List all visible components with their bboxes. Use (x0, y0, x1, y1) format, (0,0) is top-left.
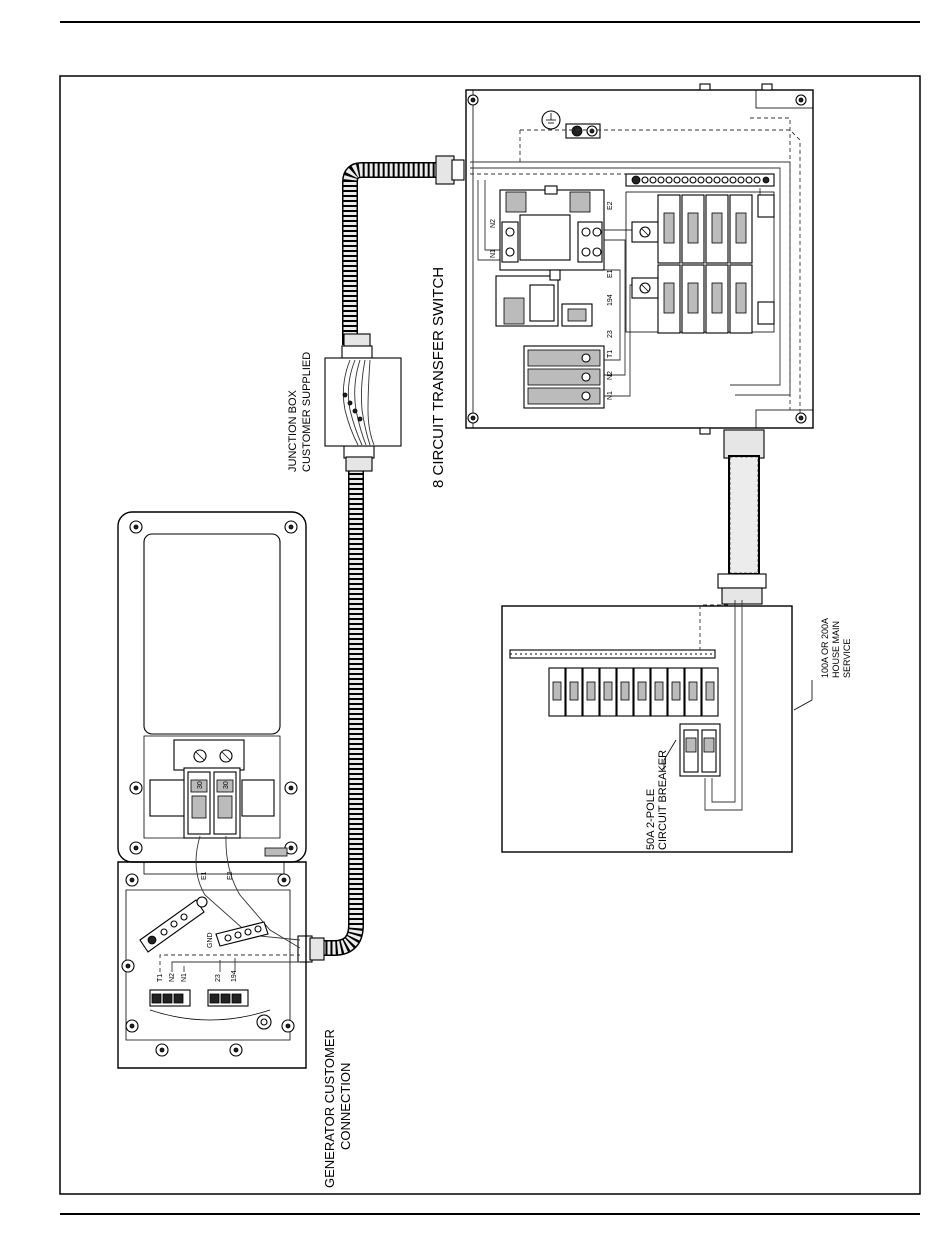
main-service-label-1: 100A OR 200A (820, 618, 830, 678)
generator-ground-bar (216, 922, 268, 946)
flexible-conduit-main (718, 430, 766, 604)
main-panel-breaker-6 (634, 668, 650, 716)
label-ts-n2b: N2 (607, 371, 614, 380)
label-ts-e2: E2 (607, 201, 614, 210)
conduit-fitting-ts-top (436, 156, 464, 184)
breaker-label-2: CIRCUIT BREAKER (657, 750, 669, 850)
ground-lug (566, 124, 600, 138)
label-ts-194: 194 (607, 294, 614, 306)
ground-symbol (542, 111, 560, 129)
generator-internal-wiring (160, 836, 300, 972)
label-ts-n1: N1 (490, 249, 497, 258)
main-panel-breaker-10 (702, 668, 718, 716)
generator-label-1: GENERATOR CUSTOMER (322, 1029, 337, 1188)
label-ts-e1: E1 (607, 269, 614, 278)
label-gen-gnd: GND (207, 932, 214, 948)
generator-neutral-bar (140, 897, 207, 952)
label-gen-194: 194 (231, 970, 238, 982)
main-panel-breaker-7 (651, 668, 667, 716)
branch-breaker-1 (658, 195, 680, 333)
flexible-conduit-generator (318, 170, 440, 948)
generator-label-2: CONNECTION (338, 1063, 353, 1150)
main-panel-breaker-8 (668, 668, 684, 716)
two-pole-circuit-breaker (680, 724, 720, 776)
label-gen-e1: E1 (201, 871, 208, 880)
breaker-label-1: 50A 2-POLE (645, 789, 657, 850)
transfer-switch-title: 8 CIRCUIT TRANSFER SWITCH (430, 267, 447, 488)
generator-terminal-strip-right (208, 990, 248, 1006)
label-gen-n2: N2 (169, 973, 176, 982)
utility-terminal-block (524, 346, 604, 408)
junction-box-label-2: CUSTOMER SUPPLIED (301, 352, 313, 472)
breaker-rating-a: 30 (197, 781, 204, 789)
junction-box-label-1: JUNCTION BOX (287, 389, 299, 472)
label-ts-t1: T1 (607, 350, 614, 358)
conduit-fitting-jb-top (342, 334, 372, 358)
main-service-leader (794, 680, 812, 710)
main-panel-breaker-2 (566, 668, 582, 716)
label-gen-23: 23 (215, 974, 222, 982)
control-board (562, 304, 592, 326)
main-service-label-3: SERVICE (842, 639, 852, 678)
branch-breaker-4 (730, 195, 752, 333)
label-ts-n2: N2 (490, 219, 497, 228)
generator-terminal-strip-left (150, 990, 190, 1006)
label-ts-n1b: N1 (607, 391, 614, 400)
main-panel-breaker-9 (685, 668, 701, 716)
generator-lower-box (118, 862, 306, 1068)
transfer-contactor (500, 186, 604, 270)
generator-main-breaker (184, 768, 240, 838)
main-panel-breaker-1 (549, 668, 565, 716)
branch-breaker-2 (682, 195, 704, 333)
conduit-fitting-gen (298, 936, 324, 962)
main-panel-breaker-4 (600, 668, 616, 716)
main-panel-breaker-5 (617, 668, 633, 716)
junction-box (325, 358, 401, 446)
breaker-rating-b: 30 (223, 781, 230, 789)
neutral-bus-bar (626, 174, 774, 186)
label-gen-t1: T1 (157, 974, 164, 982)
label-gen-n1: N1 (181, 973, 188, 982)
branch-breaker-3 (706, 195, 728, 333)
conduit-fitting-jb-bottom (344, 446, 374, 471)
main-service-label-2: HOUSE MAIN (831, 621, 841, 678)
main-panel-breaker-3 (583, 668, 599, 716)
relay-coil (496, 270, 560, 326)
label-ts-23: 23 (607, 330, 614, 338)
label-gen-e2: E2 (227, 871, 234, 880)
